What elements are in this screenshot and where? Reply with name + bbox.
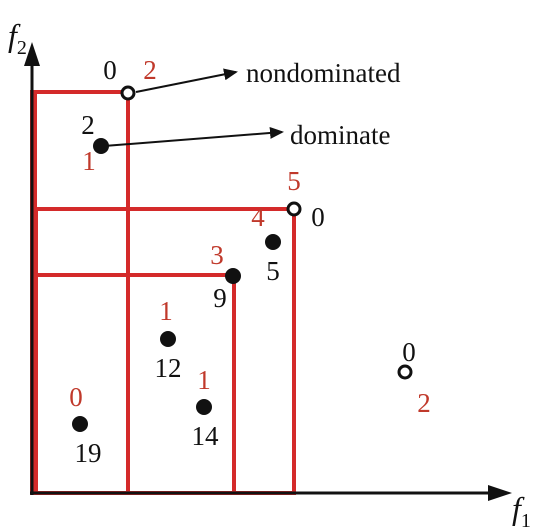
point-red-label: 3 (210, 240, 224, 270)
point-red-label: 1 (82, 146, 96, 176)
x-axis-arrowhead (488, 485, 512, 501)
point-right-open: 05 (286, 166, 325, 232)
x-axis-label: f1 (512, 490, 531, 531)
point-5: 54 (251, 202, 281, 286)
point-far: 02 (397, 337, 431, 418)
point-red-label: 1 (159, 296, 173, 326)
point-red-label: 1 (197, 365, 211, 395)
filled-point-marker (225, 268, 241, 284)
open-point-marker (120, 85, 136, 101)
point-red-label: 4 (251, 202, 265, 232)
axes (24, 42, 512, 501)
box-top-point (30, 90, 130, 495)
point-black-label: 14 (192, 421, 220, 451)
point-red-label: 2 (417, 388, 431, 418)
point-black-label: 0 (402, 337, 416, 367)
filled-point-marker (160, 331, 176, 347)
point-black-label: 19 (75, 438, 102, 468)
open-point-marker (286, 201, 302, 217)
point-red-label: 2 (143, 55, 157, 85)
point-14: 14 1 (192, 365, 220, 451)
point-black-label: 5 (266, 256, 280, 286)
point-red-label: 5 (287, 166, 301, 196)
point-black-label: 0 (103, 55, 117, 85)
filled-point-marker (265, 234, 281, 250)
y-axis-label: f2 (8, 17, 27, 59)
point-9: 93 (210, 240, 241, 313)
point-19: 19 0 (69, 382, 101, 468)
nondominated-arrow (135, 68, 238, 93)
filled-point-marker (93, 138, 109, 154)
point-dom: 21 (81, 110, 109, 176)
point-black-label: 2 (81, 110, 95, 140)
point-black-label: 12 (155, 353, 182, 383)
dominance-boxes (30, 90, 296, 495)
dominate-arrow (103, 126, 284, 147)
point-black-label: 9 (213, 283, 227, 313)
point-12: 12 1 (155, 296, 182, 383)
filled-point-marker (196, 399, 212, 415)
point-black-label: 0 (311, 202, 325, 232)
filled-point-marker (72, 416, 88, 432)
open-point-marker (397, 364, 413, 380)
dominate-label: dominate (290, 120, 390, 150)
nondominated-label: nondominated (246, 58, 401, 88)
point-red-label: 0 (69, 382, 83, 412)
y-axis-arrowhead (24, 42, 40, 66)
